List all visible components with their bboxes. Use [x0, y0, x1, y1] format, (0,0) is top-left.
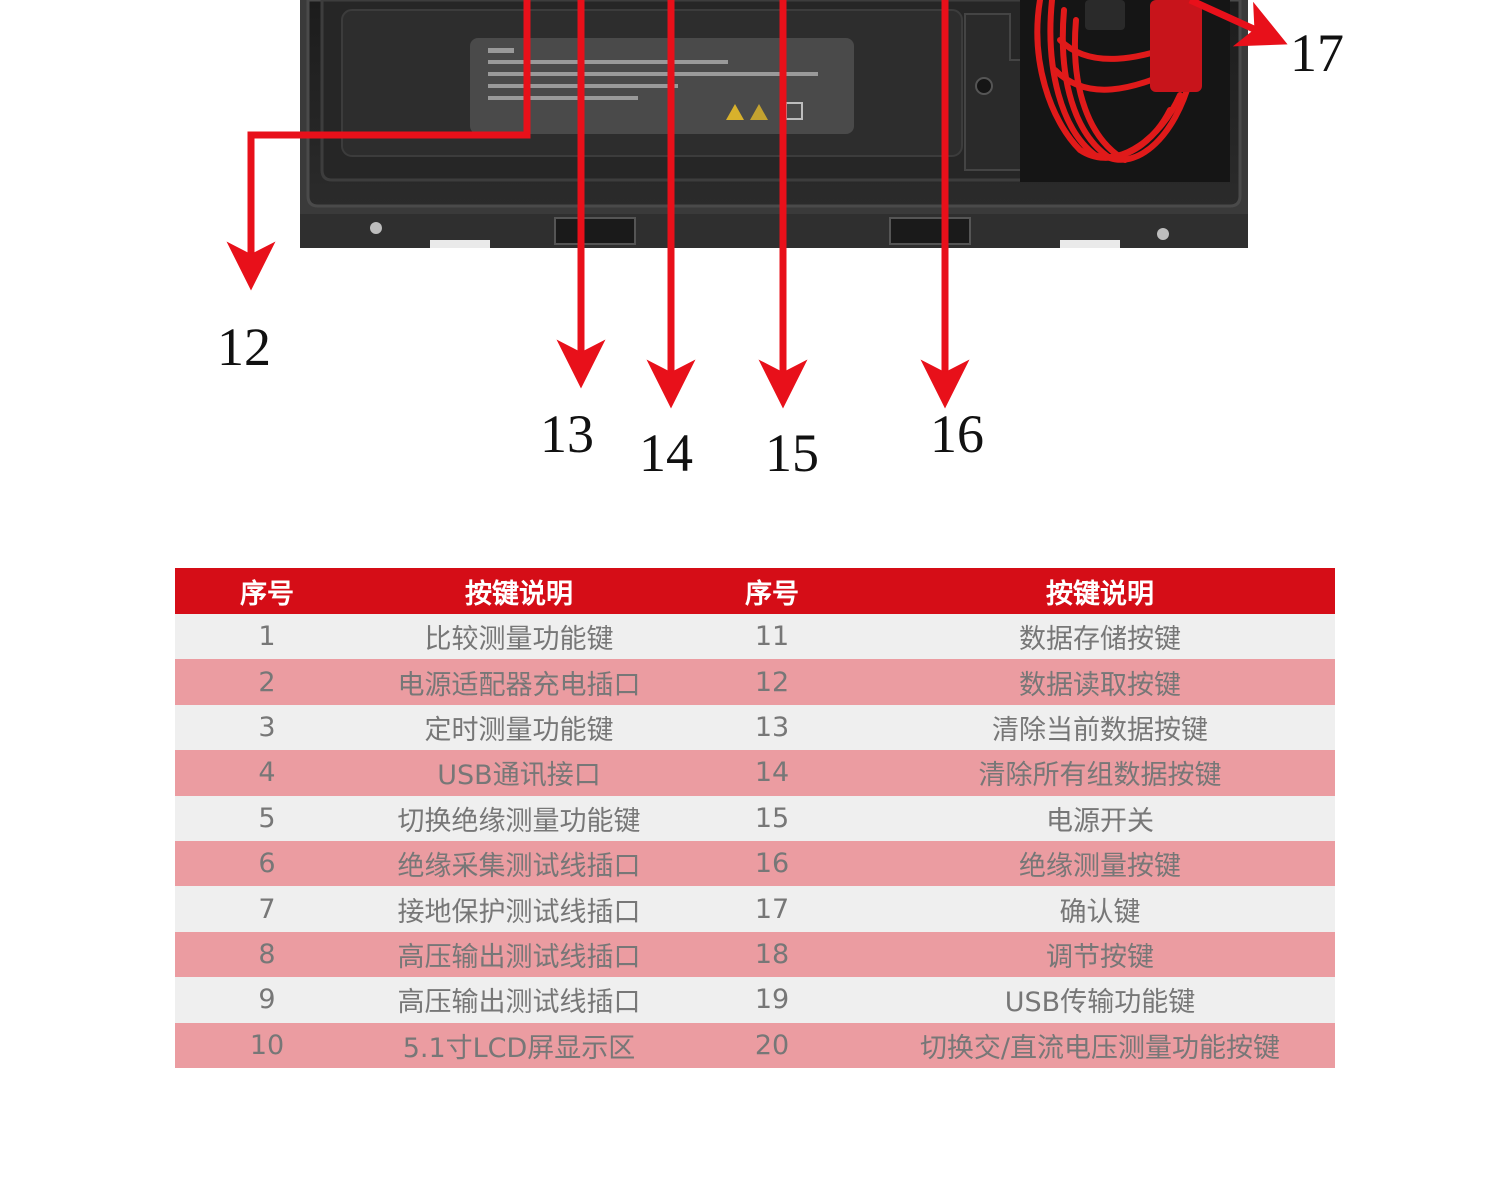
- cell-description: 确认键: [865, 886, 1335, 932]
- cell-description: 5.1寸LCD屏显示区: [359, 1022, 679, 1068]
- cell-number: 14: [679, 750, 865, 796]
- table-row: 7 接地保护测试线插口 17 确认键: [175, 886, 1335, 932]
- callout-arrow-17: [1188, 0, 1288, 47]
- warning-triangle-icon: [750, 104, 768, 120]
- test-lead-compartment: [1020, 0, 1230, 182]
- cell-description: 数据读取按键: [865, 659, 1335, 705]
- table-row: 10 5.1寸LCD屏显示区 20 切换交/直流电压测量功能按键: [175, 1022, 1335, 1068]
- cell-description: USB传输功能键: [865, 977, 1335, 1023]
- table-row: 8 高压输出测试线插口 18 调节按键: [175, 931, 1335, 978]
- table-row: 1 比较测量功能键 11 数据存储按键: [175, 614, 1335, 660]
- table-row: 3 定时测量功能键 13 清除当前数据按键: [175, 704, 1335, 751]
- cell-number: 5: [175, 795, 359, 841]
- callout-label-16: 16: [930, 404, 984, 464]
- table-row: 6 绝缘采集测试线插口 16 绝缘测量按键: [175, 840, 1335, 887]
- cell-number: 10: [175, 1022, 359, 1068]
- table-row: 5 切换绝缘测量功能键 15 电源开关: [175, 795, 1335, 841]
- cell-number: 6: [175, 840, 359, 887]
- table-row: 9 高压输出测试线插口 19 USB传输功能键: [175, 977, 1335, 1023]
- cell-description: 电源开关: [865, 795, 1335, 841]
- cell-description: 定时测量功能键: [359, 704, 679, 751]
- warning-triangle-icon: [726, 104, 744, 120]
- table-row: 4 USB通讯接口 14 清除所有组数据按键: [175, 750, 1335, 796]
- callout-label-12: 12: [217, 317, 271, 377]
- callout-arrow-12: [226, 0, 531, 291]
- key-description-table: 序号 按键说明 序号 按键说明 1 比较测量功能键 11 数据存储按键 2 电源…: [175, 568, 1335, 1068]
- cell-description: 高压输出测试线插口: [359, 977, 679, 1023]
- callout-label-14: 14: [639, 423, 693, 483]
- instrument-panel: [320, 0, 1034, 182]
- cell-description: 切换交/直流电压测量功能按键: [865, 1022, 1335, 1068]
- cell-description: 绝缘测量按键: [865, 840, 1335, 887]
- cell-number: 12: [679, 659, 865, 705]
- header-description-right: 按键说明: [865, 568, 1335, 614]
- device-figure: [226, 0, 1288, 409]
- callout-label-17: 17: [1290, 23, 1344, 83]
- cell-description: 清除当前数据按键: [865, 704, 1335, 751]
- cell-description: USB通讯接口: [359, 750, 679, 796]
- cell-number: 3: [175, 704, 359, 751]
- callout-label-15: 15: [765, 423, 819, 483]
- cell-number: 15: [679, 795, 865, 841]
- cell-description: 清除所有组数据按键: [865, 750, 1335, 796]
- cell-number: 16: [679, 840, 865, 887]
- cell-number: 19: [679, 977, 865, 1023]
- cell-description: 切换绝缘测量功能键: [359, 795, 679, 841]
- cell-number: 18: [679, 931, 865, 978]
- cell-number: 11: [679, 614, 865, 660]
- cell-number: 20: [679, 1022, 865, 1068]
- cell-number: 7: [175, 886, 359, 932]
- cell-description: 数据存储按键: [865, 614, 1335, 660]
- callout-arrows: [226, 0, 1288, 409]
- cell-number: 4: [175, 750, 359, 796]
- cell-description: 接地保护测试线插口: [359, 886, 679, 932]
- cell-description: 比较测量功能键: [359, 614, 679, 660]
- cell-number: 17: [679, 886, 865, 932]
- key-description-table-container: 序号 按键说明 序号 按键说明 1 比较测量功能键 11 数据存储按键 2 电源…: [175, 568, 1335, 1068]
- cell-description: 电源适配器充电插口: [359, 659, 679, 705]
- cell-description: 绝缘采集测试线插口: [359, 840, 679, 887]
- cell-number: 9: [175, 977, 359, 1023]
- table-header-row: 序号 按键说明 序号 按键说明: [175, 568, 1335, 614]
- header-number-left: 序号: [175, 568, 359, 614]
- cell-number: 13: [679, 704, 865, 751]
- table-row: 2 电源适配器充电插口 12 数据读取按键: [175, 659, 1335, 705]
- cell-number: 8: [175, 931, 359, 978]
- header-description-left: 按键说明: [359, 568, 679, 614]
- cell-number: 1: [175, 614, 359, 660]
- cell-description: 高压输出测试线插口: [359, 931, 679, 978]
- header-number-right: 序号: [679, 568, 865, 614]
- callout-label-13: 13: [540, 404, 594, 464]
- cell-number: 2: [175, 659, 359, 705]
- cell-description: 调节按键: [865, 931, 1335, 978]
